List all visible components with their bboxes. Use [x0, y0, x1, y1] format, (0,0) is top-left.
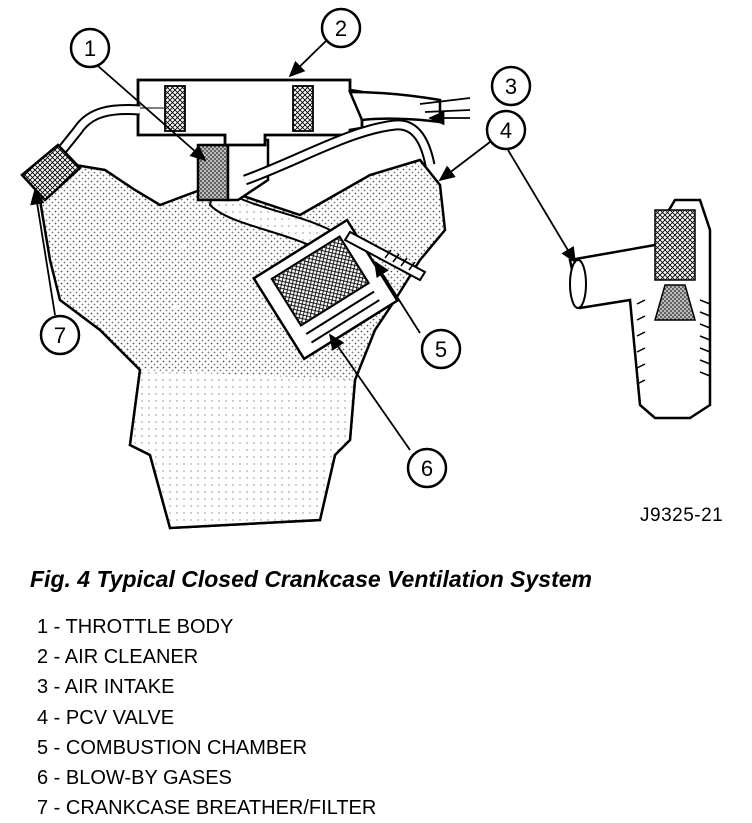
callout-4: 4: [485, 109, 527, 151]
legend-item: 1 - THROTTLE BODY: [37, 616, 234, 638]
legend-item: 7 - CRANKCASE BREATHER/FILTER: [37, 797, 377, 820]
legend-number: 1: [37, 616, 49, 638]
legend-text: COMBUSTION CHAMBER: [65, 736, 308, 759]
figure-caption: Fig. 4 Typical Closed Crankcase Ventilat…: [30, 566, 592, 592]
callout-1: 1: [69, 27, 111, 69]
cylinder-piston: [252, 218, 427, 361]
callout-7: 7: [39, 314, 81, 356]
callout-label: 7: [54, 323, 66, 348]
legend-text: CRANKCASE BREATHER/FILTER: [65, 797, 377, 820]
legend-list: 1 - THROTTLE BODY 2 - AIR CLEANER 3 - AI…: [37, 612, 376, 823]
legend-text: AIR INTAKE: [64, 676, 175, 699]
legend-item: 3 - AIR INTAKE: [37, 676, 175, 699]
legend-text: BLOW-BY GASES: [65, 767, 232, 790]
callout-label: 1: [84, 36, 96, 61]
figure-code: J9325-21: [640, 505, 724, 526]
callout-6: 6: [406, 447, 448, 489]
legend-item: 5 - COMBUSTION CHAMBER: [37, 736, 308, 759]
callout-label: 6: [421, 456, 433, 481]
callout-label: 3: [505, 74, 517, 99]
air-cleaner: [136, 78, 364, 147]
callout-5: 5: [420, 328, 462, 370]
callout-label: 5: [435, 337, 447, 362]
legend-text: THROTTLE BODY: [65, 616, 234, 638]
legend-number: 4: [37, 706, 49, 729]
callout-3: 3: [490, 65, 532, 107]
callout-label: 2: [335, 16, 347, 41]
legend-number: 6: [37, 767, 49, 790]
legend-item: 2 - AIR CLEANER: [37, 646, 199, 669]
callout-2: 2: [320, 7, 362, 49]
legend-number: 7: [37, 797, 49, 820]
legend-text: PCV VALVE: [65, 706, 175, 729]
legend-number: 2: [37, 646, 49, 669]
legend-item: 4 - PCV VALVE: [37, 706, 175, 729]
ccv-system-diagram: 1 2 3 4 5 6 7: [20, 7, 712, 530]
leader-lines: [30, 39, 576, 451]
callout-label: 4: [500, 118, 512, 143]
legend-text: AIR CLEANER: [64, 646, 199, 669]
legend-number: 3: [37, 676, 49, 699]
pcv-valve-detail: [568, 198, 712, 420]
pcv-hose: [243, 119, 436, 186]
breather-hose: [57, 104, 141, 154]
legend-number: 5: [37, 736, 49, 759]
air-intake-duct: [348, 90, 471, 122]
legend-item: 6 - BLOW-BY GASES: [37, 767, 232, 790]
